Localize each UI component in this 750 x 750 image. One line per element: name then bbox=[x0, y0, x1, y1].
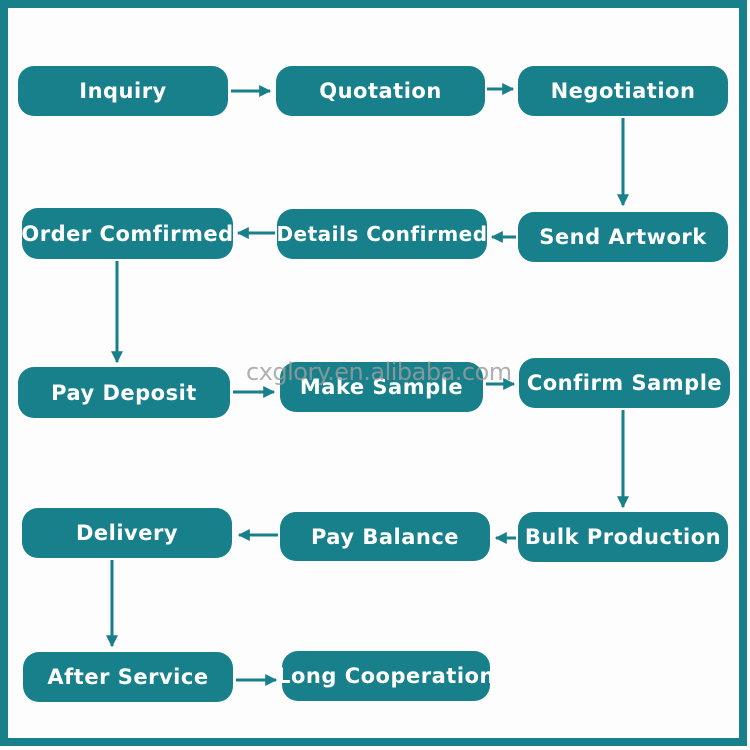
node-after-service: After Service bbox=[23, 652, 233, 702]
node-long-cooperation: Long Cooperation bbox=[277, 651, 494, 701]
node-bulk-production: Bulk Production bbox=[518, 512, 728, 562]
node-negotiation: Negotiation bbox=[518, 66, 728, 116]
node-confirm-sample: Confirm Sample bbox=[519, 358, 730, 408]
node-send-artwork: Send Artwork bbox=[518, 212, 728, 262]
watermark-text: cxglory.en.alibaba.com bbox=[246, 358, 512, 386]
node-make-sample: Make Sample bbox=[280, 362, 483, 412]
node-quotation: Quotation bbox=[276, 66, 485, 116]
node-order-comfirmed: Order Comfirmed bbox=[21, 208, 233, 259]
node-inquiry: Inquiry bbox=[18, 66, 228, 116]
node-pay-balance: Pay Balance bbox=[280, 512, 490, 561]
node-details-confirmed: Details Confirmed bbox=[276, 209, 487, 259]
node-delivery: Delivery bbox=[22, 508, 232, 558]
node-pay-deposit: Pay Deposit bbox=[18, 367, 230, 418]
